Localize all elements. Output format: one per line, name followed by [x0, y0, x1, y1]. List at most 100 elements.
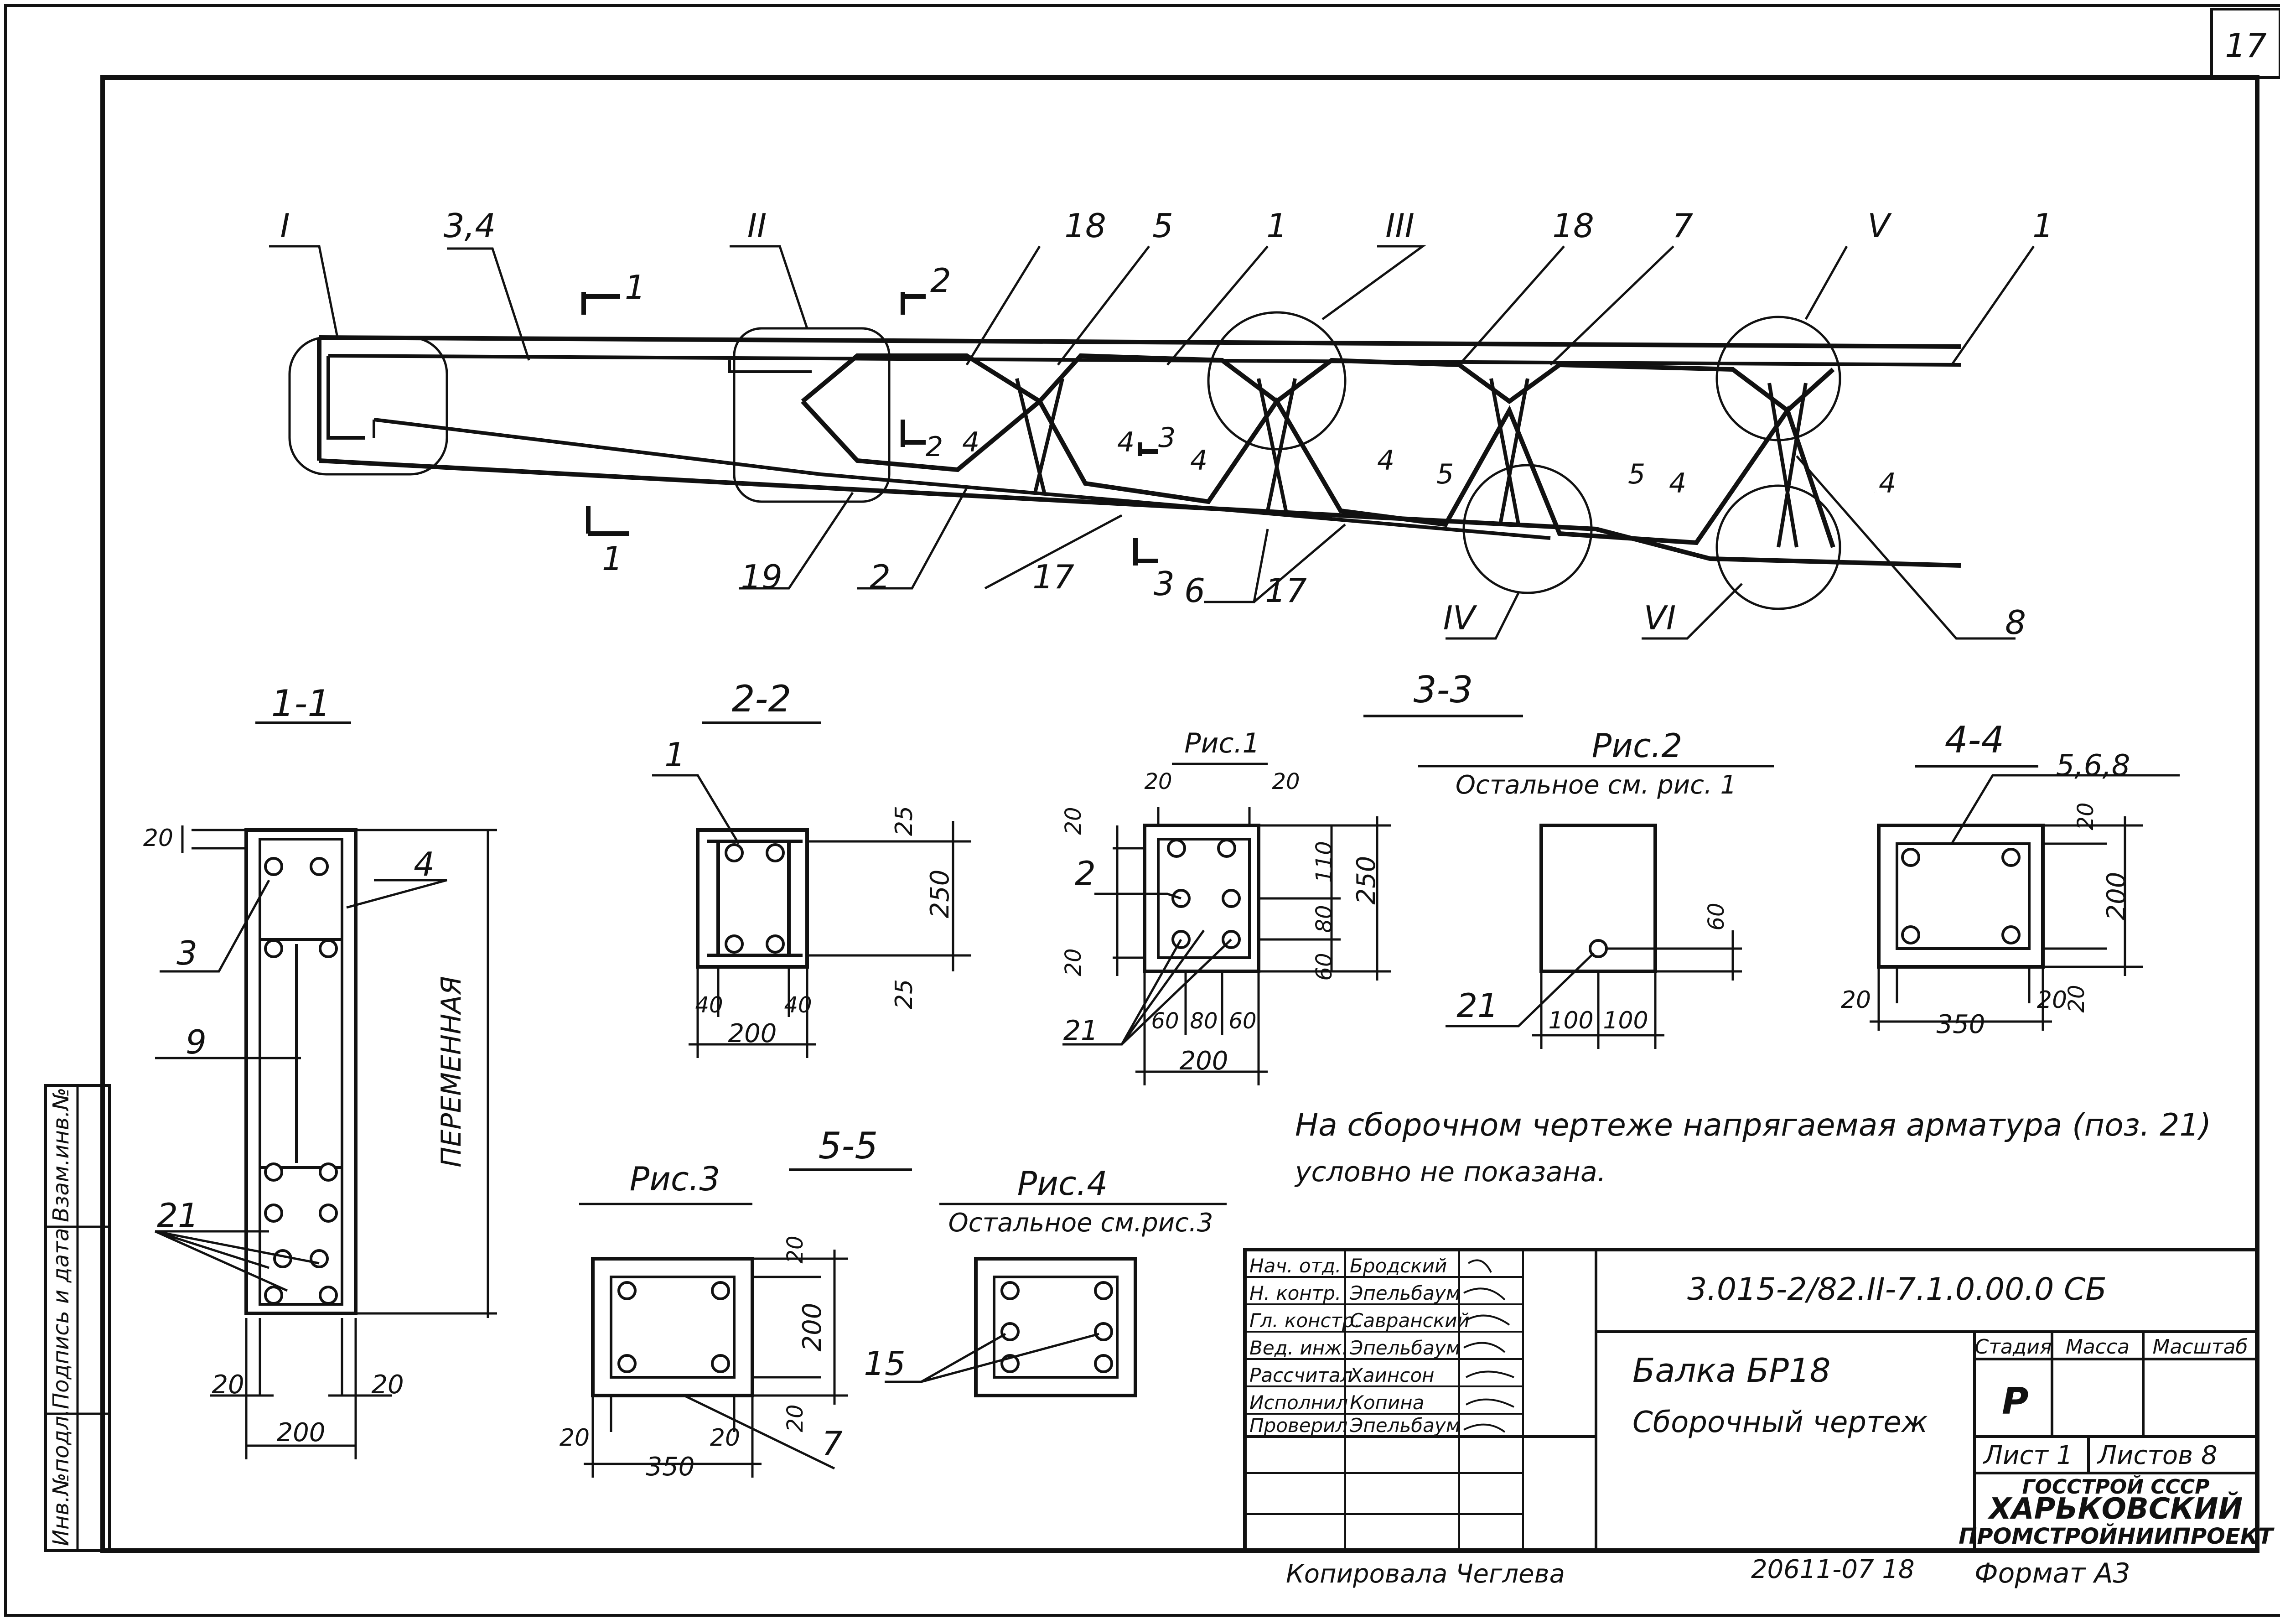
- fig1-dim-200: 200: [1180, 1046, 1228, 1076]
- name-lead-engineer: Эпельбаум: [1349, 1337, 1460, 1359]
- s11-callout-9: 9: [186, 1023, 207, 1061]
- node-V: V: [1867, 207, 1892, 245]
- role-checked: Проверил: [1249, 1414, 1347, 1437]
- callout-5: 5: [1152, 207, 1173, 245]
- section-5-5: 5-5 Рис.3 20 200 20 20 20 350 7 Рис.4 Ос…: [560, 1125, 1227, 1482]
- s44-dim-20b: 20: [2064, 985, 2089, 1012]
- section-mark-4b: 4: [1117, 426, 1135, 458]
- node-VI: VI: [1644, 599, 1676, 637]
- mass-label: Масса: [2066, 1335, 2130, 1359]
- name-checked: Эпельбаум: [1349, 1414, 1460, 1437]
- fig3-dim-20c: 20: [560, 1424, 590, 1452]
- footer-number: 20611-07 18: [1751, 1555, 1915, 1584]
- name-head-dept: Бродский: [1350, 1255, 1447, 1277]
- callout-19: 19: [741, 558, 782, 596]
- sheet-label: Лист 1: [1983, 1441, 2073, 1470]
- fig4-callout-15: 15: [864, 1344, 906, 1383]
- section-mark-4e: 4: [1669, 467, 1686, 499]
- s22-dim-40-right: 40: [784, 992, 812, 1018]
- role-executed: Исполнил: [1249, 1391, 1348, 1414]
- callout-17b: 17: [1265, 571, 1307, 610]
- fig4-title: Рис.4: [1017, 1164, 1108, 1203]
- role-chief-designer: Гл. констр.: [1249, 1309, 1360, 1332]
- drawing-title-line-2: Сборочный чертеж: [1632, 1406, 1928, 1439]
- section-1-1-title: 1-1: [271, 682, 331, 725]
- section-mark-4c: 4: [1190, 445, 1207, 477]
- s44-dim-20c: 20: [1841, 986, 1871, 1014]
- section-mark-5b: 5: [1628, 458, 1645, 490]
- sheet-number-box: [2210, 8, 2280, 79]
- fig1-dim-20b: 20: [1272, 769, 1300, 794]
- section-mark-4f: 4: [1879, 467, 1896, 499]
- name-calculated: Хаинсон: [1349, 1364, 1435, 1386]
- s11-callout-21: 21: [157, 1196, 199, 1235]
- name-chief-designer: Савранский: [1350, 1309, 1470, 1332]
- section-5-5-title: 5-5: [819, 1125, 878, 1167]
- fig3-dim-350: 350: [646, 1452, 695, 1482]
- fig1-dim-20c: 20: [1061, 807, 1086, 835]
- section-mark-2-top: 2: [930, 261, 951, 300]
- callout-8: 8: [2005, 603, 2026, 642]
- fig3-title: Рис.3: [630, 1160, 720, 1198]
- fig4-subtitle: Остальное см.рис.3: [948, 1208, 1213, 1238]
- fig2-dim-60: 60: [1704, 903, 1729, 930]
- s22-dim-25-top: 25: [891, 806, 918, 836]
- role-calculated: Рассчитал: [1249, 1364, 1352, 1386]
- fig2-subtitle: Остальное см. рис. 1: [1456, 770, 1736, 800]
- section-mark-4a: 4: [962, 426, 979, 458]
- s22-dim-25-bottom: 25: [891, 979, 918, 1009]
- fig2-dim-100b: 100: [1603, 1007, 1648, 1034]
- section-3-3-title: 3-3: [1414, 669, 1473, 711]
- s22-dim-40-left: 40: [695, 992, 723, 1018]
- scale-label: Масштаб: [2152, 1335, 2248, 1359]
- fig1-dim-60b: 60: [1228, 1008, 1256, 1034]
- section-mark-1-bottom: 1: [602, 540, 623, 578]
- s11-dim-20-left: 20: [212, 1370, 244, 1400]
- fig1-dim-60a: 60: [1151, 1008, 1179, 1034]
- node-I: I: [280, 207, 290, 245]
- margin-signature-date: Подпись и дата: [48, 1228, 74, 1409]
- org-line-3: ПРОМСТРОЙНИИПРОЕКТ: [1959, 1523, 2275, 1549]
- section-mark-5a: 5: [1436, 458, 1454, 490]
- sheets-total: Листов 8: [2097, 1441, 2218, 1470]
- section-1-1: 1-1 ПЕРЕМЕННАЯ 20 20 20 200 3 4 9 21: [143, 682, 497, 1459]
- footer-format: Формат А3: [1974, 1557, 2130, 1589]
- fig3-dim-20d: 20: [710, 1424, 740, 1452]
- section-mark-3-top: 3: [1158, 422, 1176, 454]
- left-margin-stamp: Инв.№подл. Подпись и дата Взам.инв.№: [44, 1084, 111, 1552]
- callout-2: 2: [870, 558, 891, 596]
- stage-label: Стадия: [1975, 1335, 2052, 1359]
- section-mark-2-bottom: 2: [926, 431, 943, 463]
- fig1-dim-20d: 20: [1061, 948, 1086, 976]
- s11-dim-200: 200: [277, 1418, 326, 1448]
- callout-7: 7: [1672, 207, 1693, 245]
- section-mark-1-top: 1: [625, 268, 646, 306]
- outer-border: [4, 4, 2280, 1617]
- callout-17a: 17: [1032, 558, 1074, 596]
- variable-height-label: ПЕРЕМЕННАЯ: [435, 976, 467, 1167]
- s44-callout-5-6-8: 5,6,8: [2056, 749, 2130, 783]
- role-norm-control: Н. контр.: [1249, 1282, 1341, 1304]
- org-line-1: ГОССТРОЙ СССР: [2022, 1474, 2210, 1499]
- drawing-code: 3.015-2/82.II-7.1.0.00.0 СБ: [1687, 1271, 2107, 1308]
- elevation-labels: I II III IV V VI 3,4 18 5 1 18 7 1 19 2 …: [280, 207, 2053, 642]
- general-note: На сборочном чертеже напрягаемая арматур…: [1294, 1107, 2211, 1188]
- beam-elevation: [269, 245, 2035, 640]
- s22-dim-250: 250: [925, 870, 955, 918]
- fig2-title: Рис.2: [1592, 726, 1683, 765]
- margin-inv-podl: Инв.№подл.: [48, 1409, 74, 1546]
- node-III: III: [1385, 207, 1415, 245]
- fig2-callout-21: 21: [1456, 986, 1498, 1025]
- fig1-dim-80h: 80: [1190, 1008, 1218, 1034]
- callout-18a: 18: [1064, 207, 1106, 245]
- fig1-dim-60v: 60: [1311, 953, 1337, 981]
- note-line-2: условно не показана.: [1294, 1156, 1606, 1188]
- fig3-dim-20a: 20: [782, 1235, 808, 1263]
- title-block: Нач. отд. Н. контр. Гл. констр. Вед. инж…: [1243, 1248, 2275, 1552]
- node-II: II: [747, 207, 767, 245]
- fig3-callout-7: 7: [822, 1424, 843, 1463]
- callout-6: 6: [1184, 571, 1205, 610]
- callout-3-4: 3,4: [444, 207, 496, 245]
- s11-callout-4: 4: [414, 845, 435, 883]
